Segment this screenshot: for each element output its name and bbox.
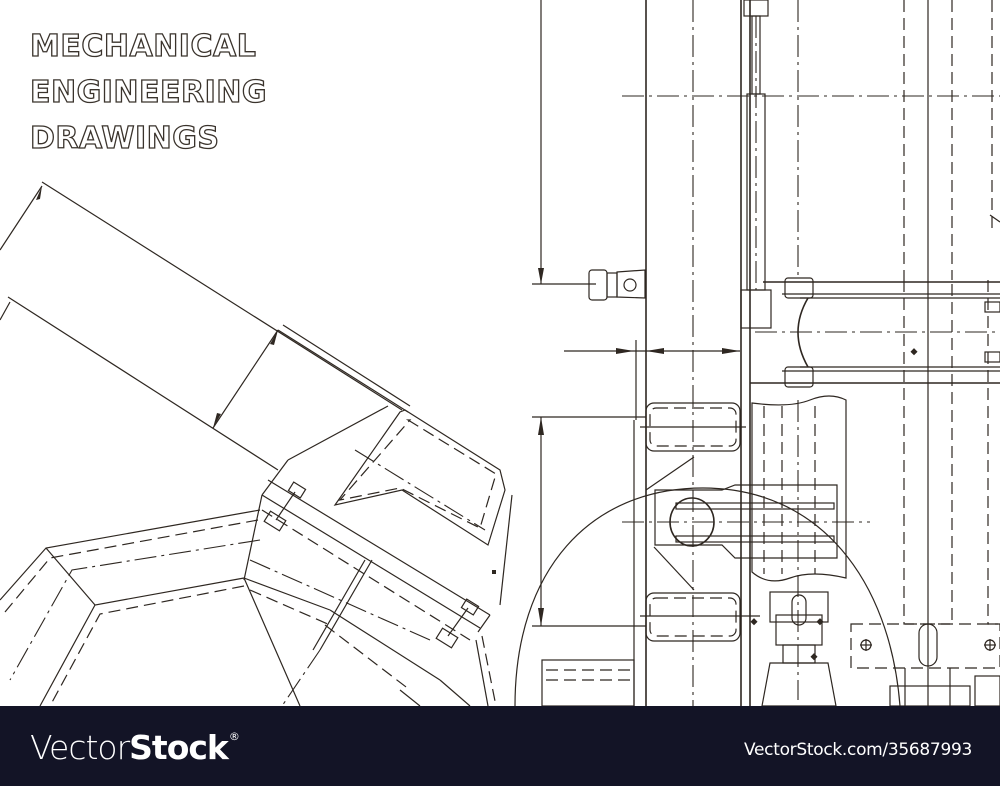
bolt-icon <box>263 481 307 532</box>
mechanism-assembly <box>514 0 1000 706</box>
watermark-banner: VectorStock® VectorStock.com/35687993 <box>0 706 1000 786</box>
brand-light: Vector <box>30 728 130 767</box>
brand-bold: Stock <box>129 728 229 767</box>
registered-icon: ® <box>228 730 240 743</box>
technical-drawing <box>0 0 1000 706</box>
brand-logo: VectorStock® <box>30 728 240 767</box>
drawing-canvas: MECHANICAL ENGINEERING DRAWINGS <box>0 0 1000 706</box>
title-block: MECHANICAL ENGINEERING DRAWINGS <box>29 24 267 162</box>
duct-assembly <box>0 181 513 706</box>
title-line-1: MECHANICAL <box>29 28 257 64</box>
title-line-2: ENGINEERING <box>29 74 267 110</box>
image-url: VectorStock.com/35687993 <box>744 740 972 760</box>
title-line-3: DRAWINGS <box>29 120 220 156</box>
bolt-icon <box>435 598 480 649</box>
